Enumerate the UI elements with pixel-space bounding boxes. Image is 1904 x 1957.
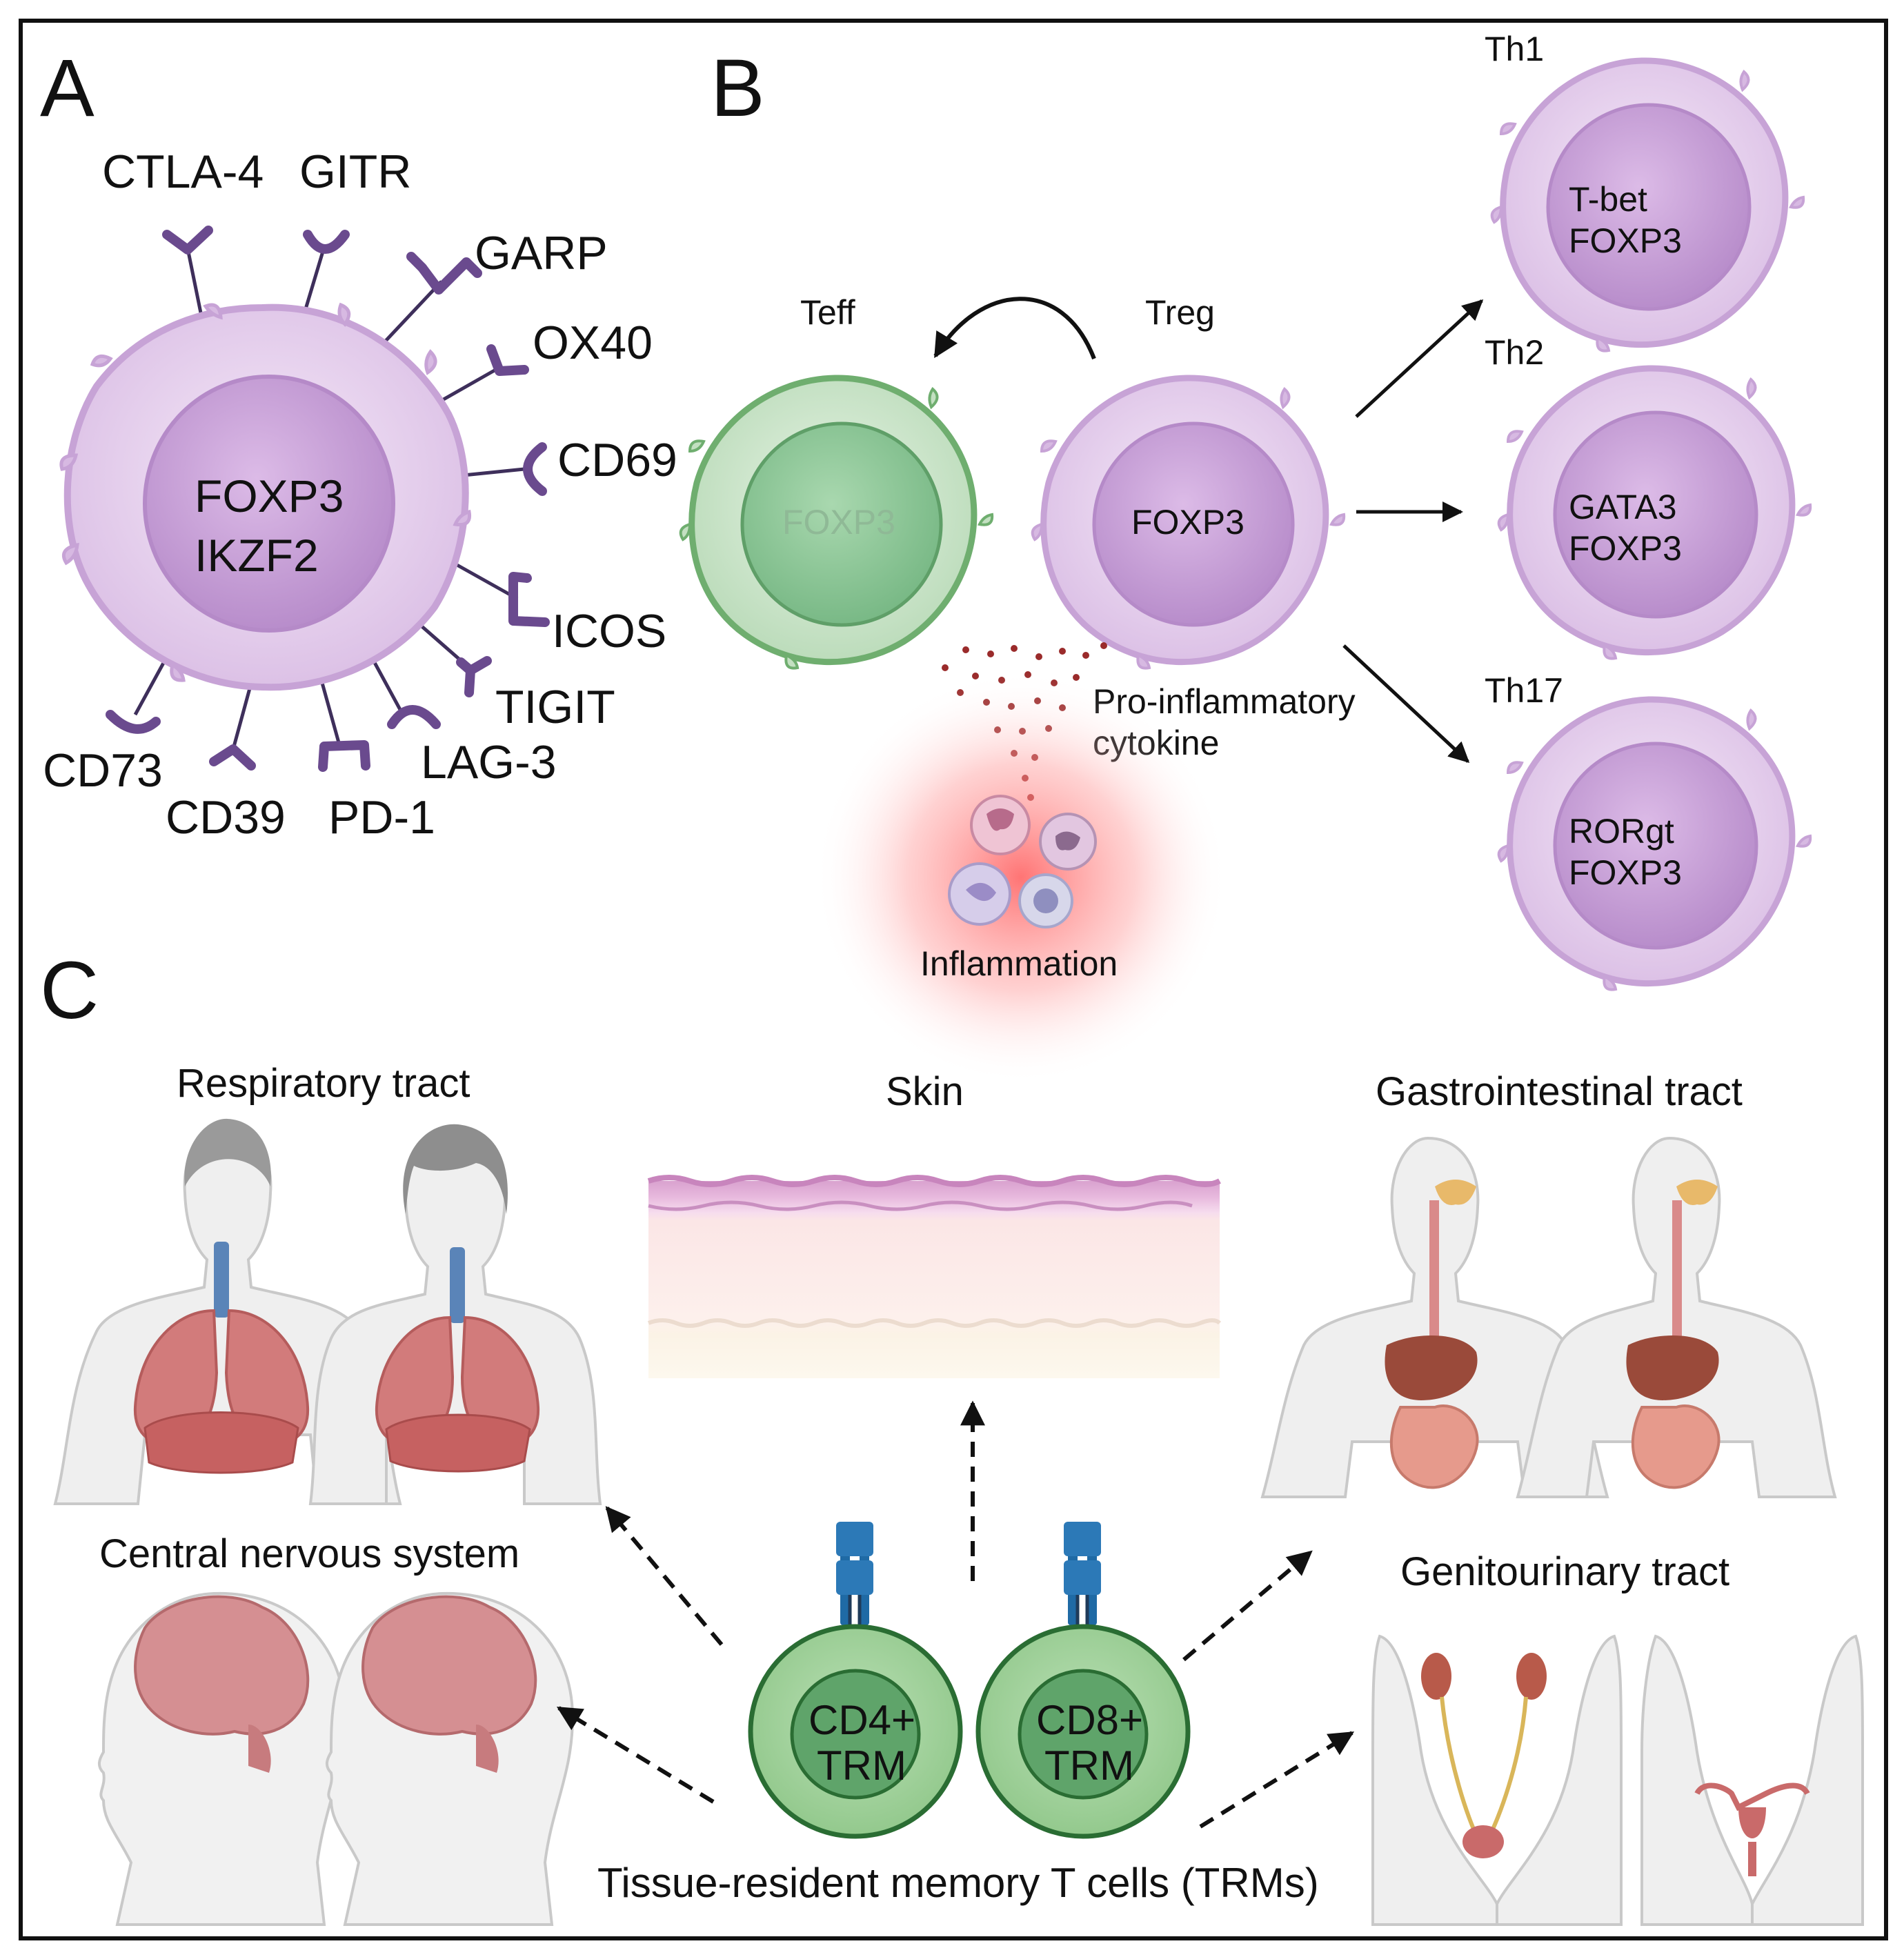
th2-nucleus xyxy=(1553,410,1758,619)
teff-label: Teff xyxy=(800,293,855,332)
panel-c: C Respiratory tract Skin xyxy=(40,945,1865,1926)
marker-cd73: CD73 xyxy=(43,744,163,797)
gitr-receptor-icon xyxy=(303,230,350,254)
arrow-to-cns xyxy=(556,1706,715,1804)
th17-tf: RORgt xyxy=(1569,812,1674,851)
cns-title: Central nervous system xyxy=(99,1531,519,1576)
gi-bodies-icon xyxy=(1260,1136,1837,1498)
th2-cell: Th2 GATA3 FOXP3 xyxy=(1485,333,1812,660)
teff-nucleus xyxy=(740,421,943,627)
cd8-trm-cell: CD8+ TRM xyxy=(975,1522,1191,1839)
garp-receptor-icon xyxy=(406,252,482,295)
cd4-trm-nucleus xyxy=(790,1669,921,1800)
panel-a-letter: A xyxy=(40,43,95,134)
marker-gitr: GITR xyxy=(299,146,411,198)
th2-tf: GATA3 xyxy=(1569,488,1677,526)
arrow-to-th17 xyxy=(1342,644,1470,764)
panel-a: A xyxy=(40,43,677,844)
marker-ox40: OX40 xyxy=(533,317,653,369)
arrow-to-gu xyxy=(1199,1731,1355,1829)
marker-cd39: CD39 xyxy=(166,791,286,844)
trm-caption: Tissue-resident memory T cells (TRMs) xyxy=(597,1860,1319,1906)
treg-to-teff-arrow xyxy=(933,297,1096,360)
th2-foxp3: FOXP3 xyxy=(1569,529,1682,568)
th1-nucleus xyxy=(1546,103,1752,311)
cd73-receptor-icon xyxy=(106,710,161,734)
cd8-trm-nucleus xyxy=(1018,1669,1149,1800)
nucleus-a-line2: IKZF2 xyxy=(195,530,319,581)
treg-nucleus-label: FOXP3 xyxy=(1131,503,1244,542)
treg-cell-a: FOXP3 IKZF2 xyxy=(59,302,472,691)
treg-label: Treg xyxy=(1145,293,1215,332)
teff-cell: FOXP3 xyxy=(679,375,994,670)
nucleus-a-line1: FOXP3 xyxy=(195,470,344,521)
cns-heads-icon xyxy=(98,1591,575,1926)
th1-label: Th1 xyxy=(1485,30,1544,68)
cd39-receptor-icon xyxy=(209,744,256,771)
skin-section-icon xyxy=(647,1175,1222,1378)
gi-title: Gastrointestinal tract xyxy=(1376,1069,1743,1114)
inflammation-label: Inflammation xyxy=(920,944,1118,983)
respiratory-bodies-icon xyxy=(53,1118,602,1505)
marker-garp: GARP xyxy=(475,227,608,279)
th1-cell: Th1 T-bet FOXP3 xyxy=(1485,30,1805,352)
panel-c-letter: C xyxy=(40,945,99,1036)
marker-icos: ICOS xyxy=(552,605,666,657)
ctla4-receptor-icon xyxy=(162,226,213,255)
th17-label: Th17 xyxy=(1485,671,1563,710)
marker-pd1: PD-1 xyxy=(328,791,435,844)
gu-bodies-icon xyxy=(1371,1634,1865,1926)
teff-nucleus-label: FOXP3 xyxy=(782,503,895,542)
arrow-to-respiratory xyxy=(605,1506,724,1646)
skin-title: Skin xyxy=(886,1069,964,1114)
lag3-receptor-icon xyxy=(387,705,441,729)
cd69-receptor-icon xyxy=(523,442,547,496)
panel-b-letter: B xyxy=(711,43,765,134)
receptor-heads xyxy=(106,226,550,772)
ox40-receptor-icon xyxy=(486,344,529,376)
pd1-receptor-icon xyxy=(318,740,370,772)
gu-title: Genitourinary tract xyxy=(1400,1549,1729,1594)
marker-lag3: LAG-3 xyxy=(421,736,557,788)
arrow-to-th1 xyxy=(1355,299,1484,418)
treg-nucleus-a xyxy=(143,375,395,633)
arrow-to-gi xyxy=(1182,1550,1313,1662)
marker-ctla4: CTLA-4 xyxy=(102,146,264,198)
immune-cells-icon xyxy=(948,795,1097,928)
respiratory-title: Respiratory tract xyxy=(177,1061,470,1106)
panel-b: B Teff FOXP3 Treg xyxy=(679,30,1812,1084)
cd4-trm-label-1: CD4+ xyxy=(809,1697,915,1743)
treg-cell-b: FOXP3 xyxy=(1031,375,1346,670)
cd4-trm-label-2: TRM xyxy=(817,1742,906,1789)
th17-foxp3: FOXP3 xyxy=(1569,853,1682,892)
tigit-receptor-icon xyxy=(456,656,492,697)
cd8-trm-label-1: CD8+ xyxy=(1036,1697,1143,1743)
marker-cd69: CD69 xyxy=(557,434,677,486)
cd4-trm-cell: CD4+ TRM xyxy=(748,1522,963,1839)
th1-foxp3: FOXP3 xyxy=(1569,221,1682,260)
inflammation-glow xyxy=(814,670,1228,1084)
th17-cell: Th17 RORgt FOXP3 xyxy=(1485,671,1812,991)
th1-tf: T-bet xyxy=(1569,180,1647,219)
marker-tigit: TIGIT xyxy=(495,681,615,733)
treg-nucleus-b xyxy=(1092,421,1295,627)
icos-receptor-icon xyxy=(508,572,550,627)
cd8-trm-label-2: TRM xyxy=(1044,1742,1134,1789)
th2-label: Th2 xyxy=(1485,333,1544,372)
th17-nucleus xyxy=(1553,742,1758,950)
